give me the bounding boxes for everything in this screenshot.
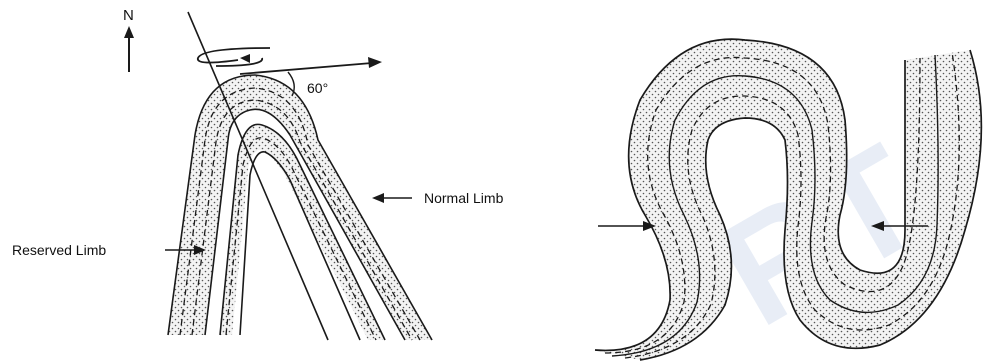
left-compression-arrow <box>598 221 656 231</box>
reversed-limb-label: Reserved Limb <box>12 242 106 258</box>
normal-limb-label: Normal Limb <box>424 190 504 206</box>
overturned-fold: N 60° Nor <box>12 7 504 340</box>
rotation-arrow <box>198 48 270 66</box>
normal-limb-arrow <box>372 193 412 203</box>
north-arrow <box>124 26 134 72</box>
outer-stipple-band <box>168 75 432 340</box>
north-label: N <box>123 7 134 24</box>
angle-label: 60° <box>307 80 328 96</box>
